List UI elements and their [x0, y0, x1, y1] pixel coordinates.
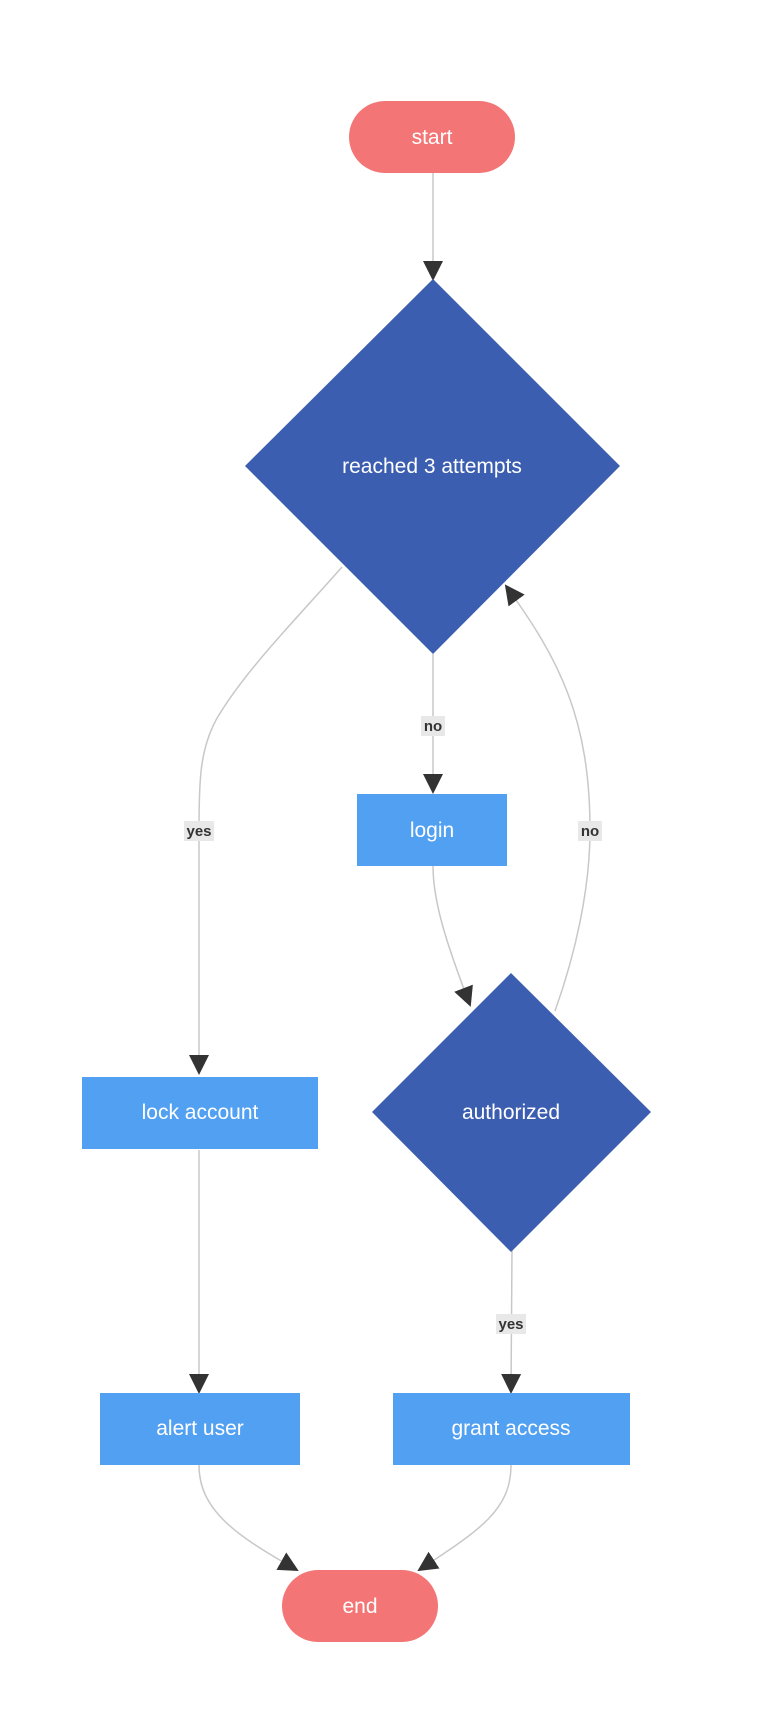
edge-label-authorized-no: no — [578, 821, 602, 841]
edge-authorized-to-attempts — [504, 584, 591, 1012]
node-start-label: start — [412, 126, 453, 149]
node-lock-account[interactable]: lock account — [82, 1077, 318, 1149]
edge-attempts-to-lock — [189, 566, 343, 1075]
node-alert-user-label: alert user — [156, 1417, 244, 1440]
edge-label-text: no — [424, 718, 442, 735]
node-grant-access-label: grant access — [451, 1417, 570, 1440]
edge-label-text: no — [581, 823, 599, 840]
edge-label-attempts-no: no — [421, 716, 445, 736]
node-login-label: login — [410, 819, 454, 842]
node-authorized-label: authorized — [462, 1101, 560, 1124]
node-reached-3-attempts[interactable]: reached 3 attempts — [245, 279, 620, 654]
edge-grant-to-end — [417, 1464, 512, 1572]
node-alert-user[interactable]: alert user — [100, 1393, 300, 1465]
node-lock-account-label: lock account — [142, 1101, 259, 1124]
edges — [189, 172, 591, 1572]
node-authorized[interactable]: authorized — [372, 973, 651, 1252]
edge-login-to-authorized — [432, 865, 473, 1007]
node-end[interactable]: end — [282, 1570, 438, 1642]
node-reached-3-attempts-label: reached 3 attempts — [342, 455, 522, 478]
node-start[interactable]: start — [349, 101, 515, 173]
nodes: start reached 3 attempts login lock acco… — [82, 101, 651, 1642]
edge-label-authorized-yes: yes — [496, 1314, 526, 1334]
edge-alert-to-end — [198, 1464, 299, 1571]
node-login[interactable]: login — [357, 794, 507, 866]
edge-label-text: yes — [186, 823, 211, 840]
edge-label-attempts-yes: yes — [184, 821, 214, 841]
edge-labels: no yes no yes — [184, 716, 602, 1334]
node-grant-access[interactable]: grant access — [393, 1393, 630, 1465]
node-end-label: end — [342, 1595, 377, 1618]
edge-label-text: yes — [498, 1316, 523, 1333]
